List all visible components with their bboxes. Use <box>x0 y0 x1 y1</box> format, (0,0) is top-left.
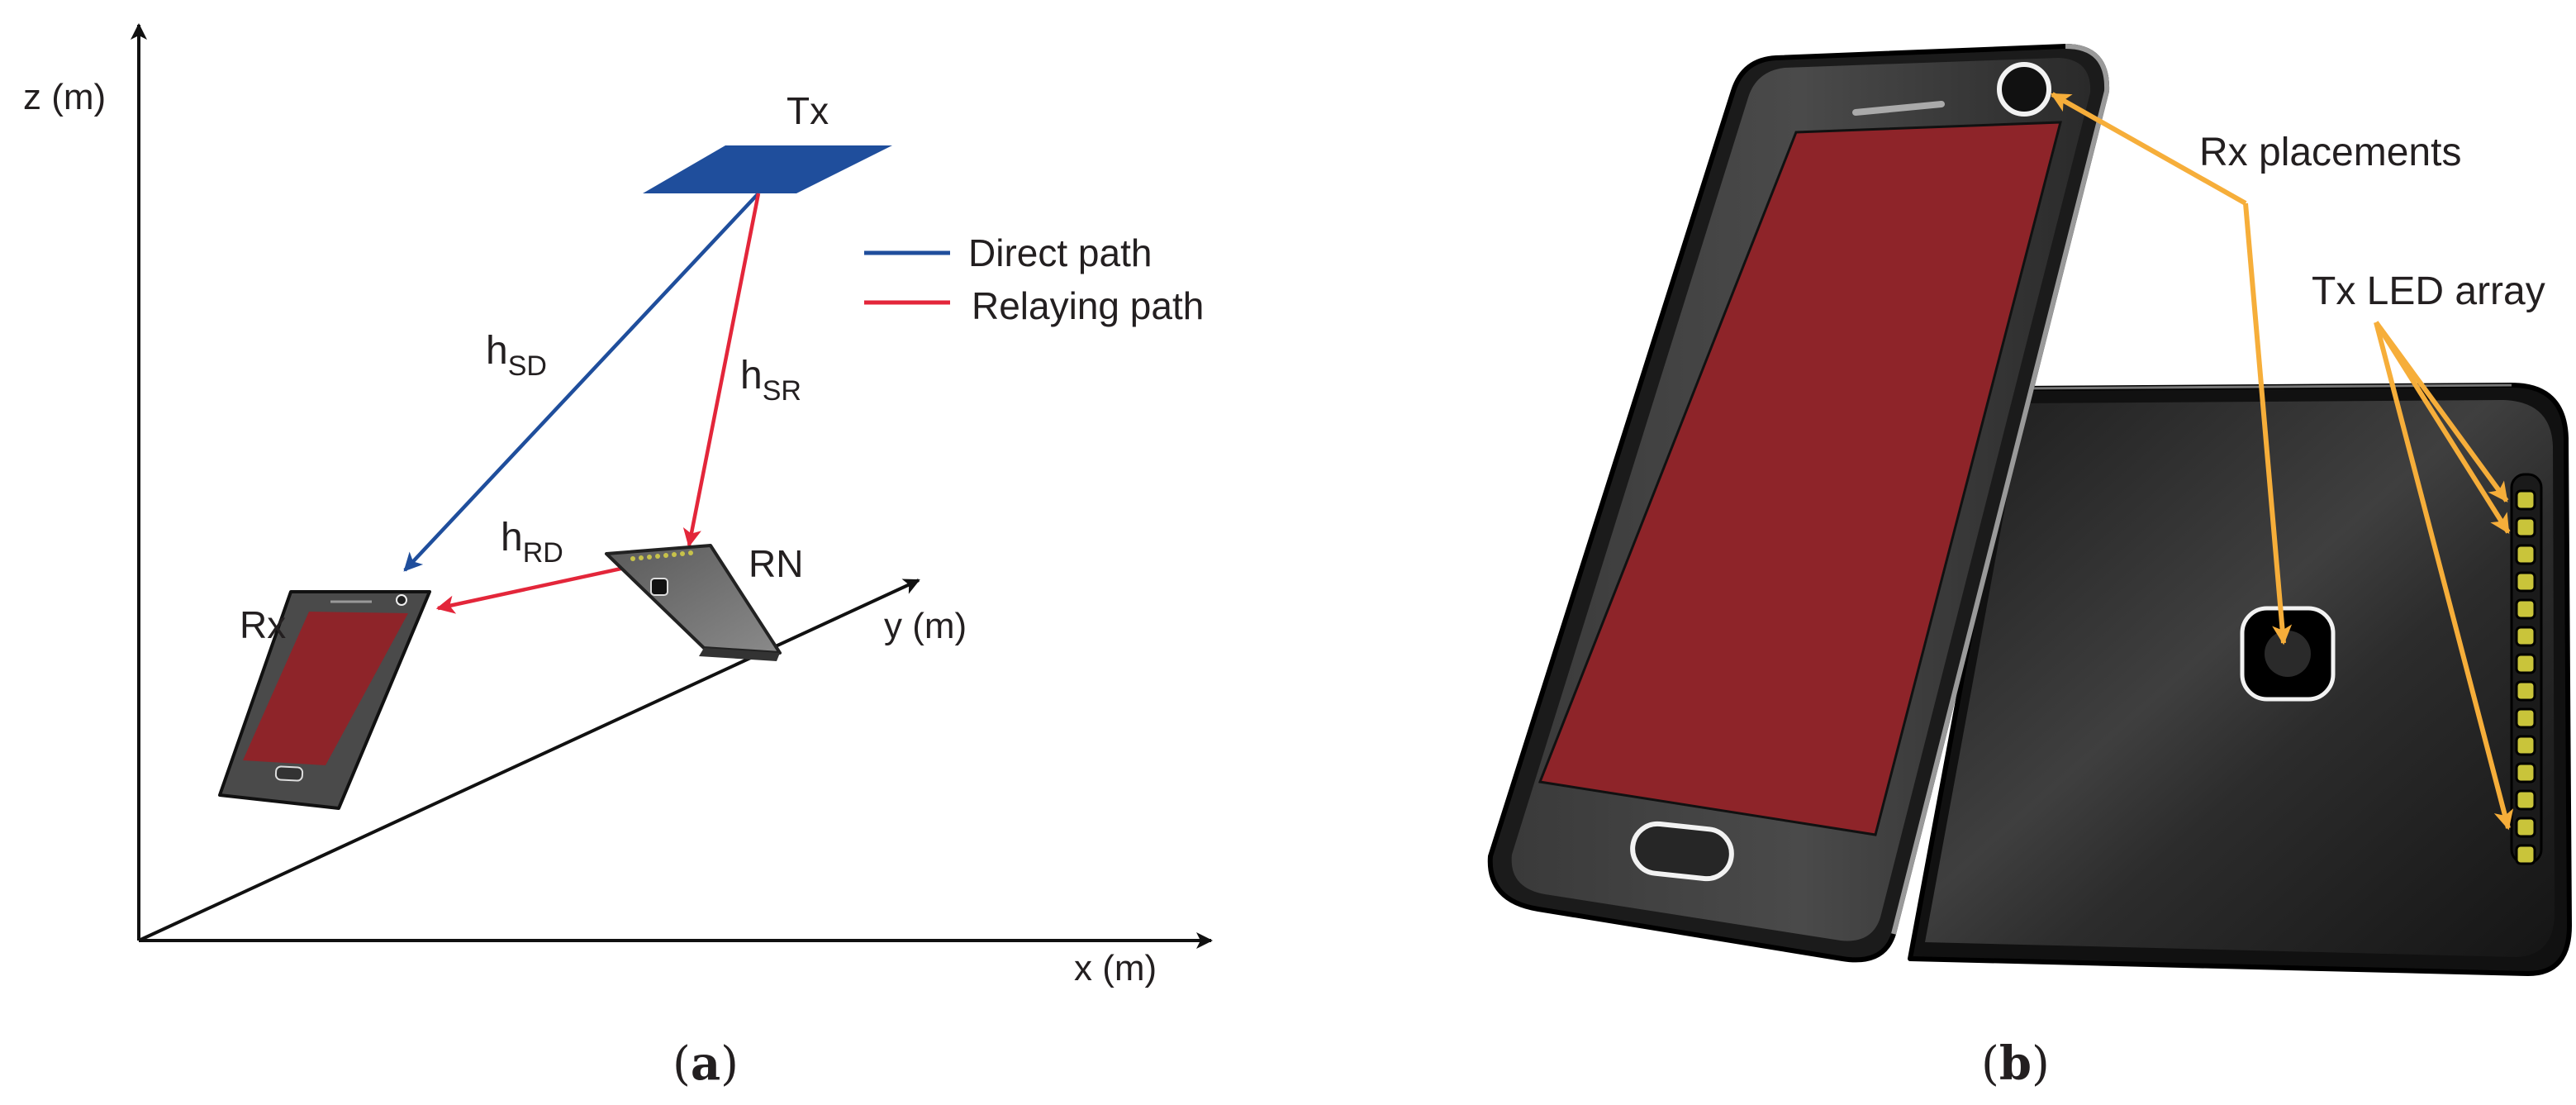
y-axis-label: y (m) <box>884 606 967 646</box>
relaying-path-arrow-sr <box>682 193 761 548</box>
tx-led-plane <box>643 145 892 193</box>
legend-relaying-label: Relaying path <box>972 284 1204 327</box>
h-rd-subscript: RD <box>523 537 563 569</box>
tx-led-arrow-1 <box>2374 321 2509 502</box>
rn-phone <box>605 544 782 661</box>
tx-label: Tx <box>787 89 829 132</box>
tx-led-arrow-3 <box>2374 321 2514 831</box>
rx-placement-arrow-front <box>2050 92 2247 206</box>
annotation-arrows <box>2050 92 2514 831</box>
front-camera-icon <box>1997 62 2051 117</box>
tx-led-array-label: Tx LED array <box>2312 269 2545 313</box>
rx-placement-arrow-back <box>2243 202 2293 645</box>
rn-label: RN <box>749 542 803 585</box>
relaying-path-arrow-rd <box>435 563 637 614</box>
z-axis-label: z (m) <box>23 77 106 117</box>
x-axis-label: x (m) <box>1074 948 1157 988</box>
front-phone-screen <box>1538 121 2062 836</box>
tx-led-array-leds <box>2515 489 2536 865</box>
h-rd-label: hRD <box>501 516 563 569</box>
rx-placements-label: Rx placements <box>2199 131 2461 174</box>
h-sr-subscript: SR <box>763 375 801 407</box>
caption-a: (a) <box>673 1036 739 1091</box>
panel-b: Rx placements Tx LED array (b) <box>1487 44 2572 1091</box>
h-sd-subscript: SD <box>508 350 547 382</box>
caption-b: (b) <box>1981 1036 2050 1091</box>
legend-direct-label: Direct path <box>968 231 1152 274</box>
back-phone <box>1908 383 2572 976</box>
panel-a: z (m) y (m) x (m) Tx hSD hSR hRD Direct … <box>23 23 1213 1091</box>
rx-label: Rx <box>240 603 286 646</box>
home-button-icon <box>1630 821 1734 882</box>
y-axis <box>138 579 920 942</box>
rx-phone <box>218 590 431 810</box>
h-sd-label: hSD <box>486 329 547 382</box>
tx-led-arrow-2 <box>2374 321 2511 535</box>
coordinate-axes <box>131 23 1213 949</box>
direct-path-arrow <box>403 192 760 572</box>
h-sr-label: hSR <box>740 354 801 407</box>
front-phone <box>1487 44 2110 963</box>
legend: Direct path Relaying path <box>864 231 1204 327</box>
